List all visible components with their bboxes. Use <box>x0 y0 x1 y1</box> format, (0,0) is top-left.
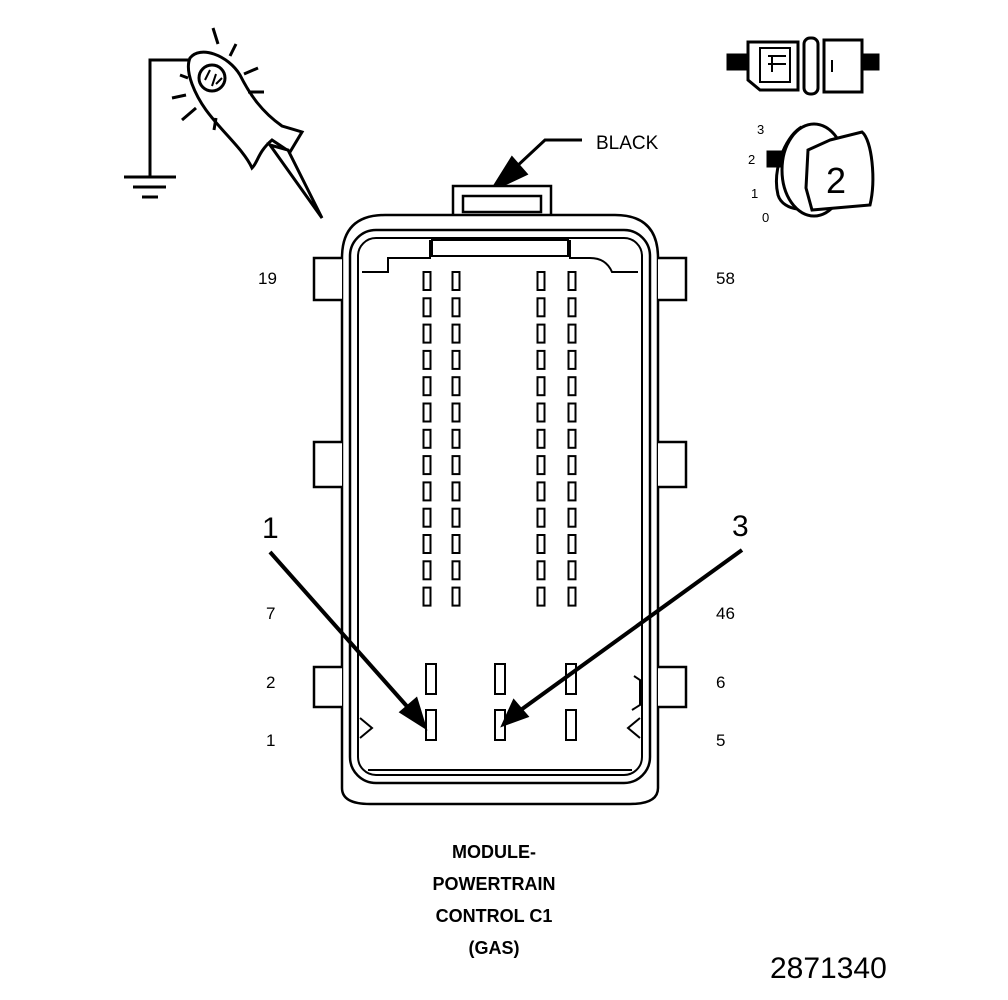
pin-cavity <box>567 349 577 370</box>
pin-cavity <box>451 455 461 476</box>
pin-cavity-grid <box>422 271 577 741</box>
pin-cavity <box>451 323 461 344</box>
pin-cavity <box>536 271 546 291</box>
pin-cavity <box>536 349 546 370</box>
pin-cavity <box>422 455 432 476</box>
pin-cavity <box>422 507 432 528</box>
pin-cavity <box>567 402 577 423</box>
pin-cavity <box>422 534 432 554</box>
pin-cavity <box>536 481 546 502</box>
pin-cavity <box>451 507 461 528</box>
title-line-2: POWERTRAIN <box>432 874 556 894</box>
figure-number: 2871340 <box>770 952 887 985</box>
pin-cavity <box>422 297 432 318</box>
pin-cavity <box>567 428 577 449</box>
title-line-4: (GAS) <box>468 938 520 958</box>
pin-cavity <box>567 297 577 318</box>
position-label-3: 3 <box>757 122 765 137</box>
color-leader-line <box>488 138 582 194</box>
pin-cavity <box>422 428 432 449</box>
pin-cavity <box>451 402 461 423</box>
position-label-2: 2 <box>748 152 756 167</box>
pin-cavity <box>451 560 461 581</box>
pin-label-5: 5 <box>716 731 726 750</box>
pin-cavity <box>422 349 432 370</box>
title-line-3: CONTROL C1 <box>435 906 553 926</box>
large-pin-cavity <box>565 709 577 741</box>
pin-cavity <box>567 586 577 607</box>
connector-side-view-icon <box>726 36 880 96</box>
pin-cavity <box>536 323 546 344</box>
pin-cavity <box>567 507 577 528</box>
pin-cavity <box>451 297 461 318</box>
key-position-icon <box>766 122 875 218</box>
large-pin-cavity <box>494 663 506 695</box>
test-light-probe-icon <box>171 27 324 219</box>
large-pin-cavity <box>425 709 437 741</box>
pin-cavity <box>422 323 432 344</box>
pin-cavity <box>451 534 461 554</box>
pin-cavity <box>567 455 577 476</box>
position-label-0: 0 <box>762 210 770 225</box>
pin-cavity <box>451 271 461 291</box>
ground-icon <box>124 58 190 199</box>
pin-cavity <box>422 481 432 502</box>
pin-label-6: 6 <box>716 673 726 692</box>
key-number-label: 2 <box>826 160 847 201</box>
pin-cavity <box>536 507 546 528</box>
connector-body <box>312 184 688 806</box>
pin-cavity <box>536 560 546 581</box>
large-pin-cavity <box>425 663 437 695</box>
pin-cavity <box>451 376 461 397</box>
pin-cavity <box>451 586 461 607</box>
title-line-1: MODULE- <box>452 842 536 862</box>
pin-cavity <box>567 534 577 554</box>
pin-cavity <box>451 349 461 370</box>
connector-color-label: BLACK <box>596 133 659 154</box>
large-pin-cavity <box>565 663 577 695</box>
pin-cavity <box>422 271 432 291</box>
callout-label-1: 1 <box>262 512 279 545</box>
pin-cavity <box>536 455 546 476</box>
pin-cavity <box>536 376 546 397</box>
pin-cavity <box>451 481 461 502</box>
callout-label-3: 3 <box>732 510 749 543</box>
pin-cavity <box>567 481 577 502</box>
callout-arrow-1 <box>268 550 428 731</box>
pin-cavity <box>536 428 546 449</box>
pin-cavity <box>422 560 432 581</box>
pin-cavity <box>567 323 577 344</box>
callout-arrow-3 <box>500 548 744 728</box>
pin-label-7: 7 <box>266 604 276 623</box>
position-label-1: 1 <box>751 186 759 201</box>
pin-label-46: 46 <box>716 604 735 623</box>
pin-label-58: 58 <box>716 269 735 288</box>
pin-cavity <box>536 402 546 423</box>
pin-cavity <box>567 271 577 291</box>
pin-label-19: 19 <box>258 269 277 288</box>
pin-cavity <box>422 402 432 423</box>
pin-cavity <box>422 586 432 607</box>
pin-cavity <box>567 376 577 397</box>
pin-cavity <box>567 560 577 581</box>
pin-label-1: 1 <box>266 731 276 750</box>
pin-cavity <box>536 297 546 318</box>
pin-label-2: 2 <box>266 673 276 692</box>
pin-cavity <box>451 428 461 449</box>
pin-cavity <box>536 586 546 607</box>
pin-cavity <box>422 376 432 397</box>
pin-cavity <box>536 534 546 554</box>
